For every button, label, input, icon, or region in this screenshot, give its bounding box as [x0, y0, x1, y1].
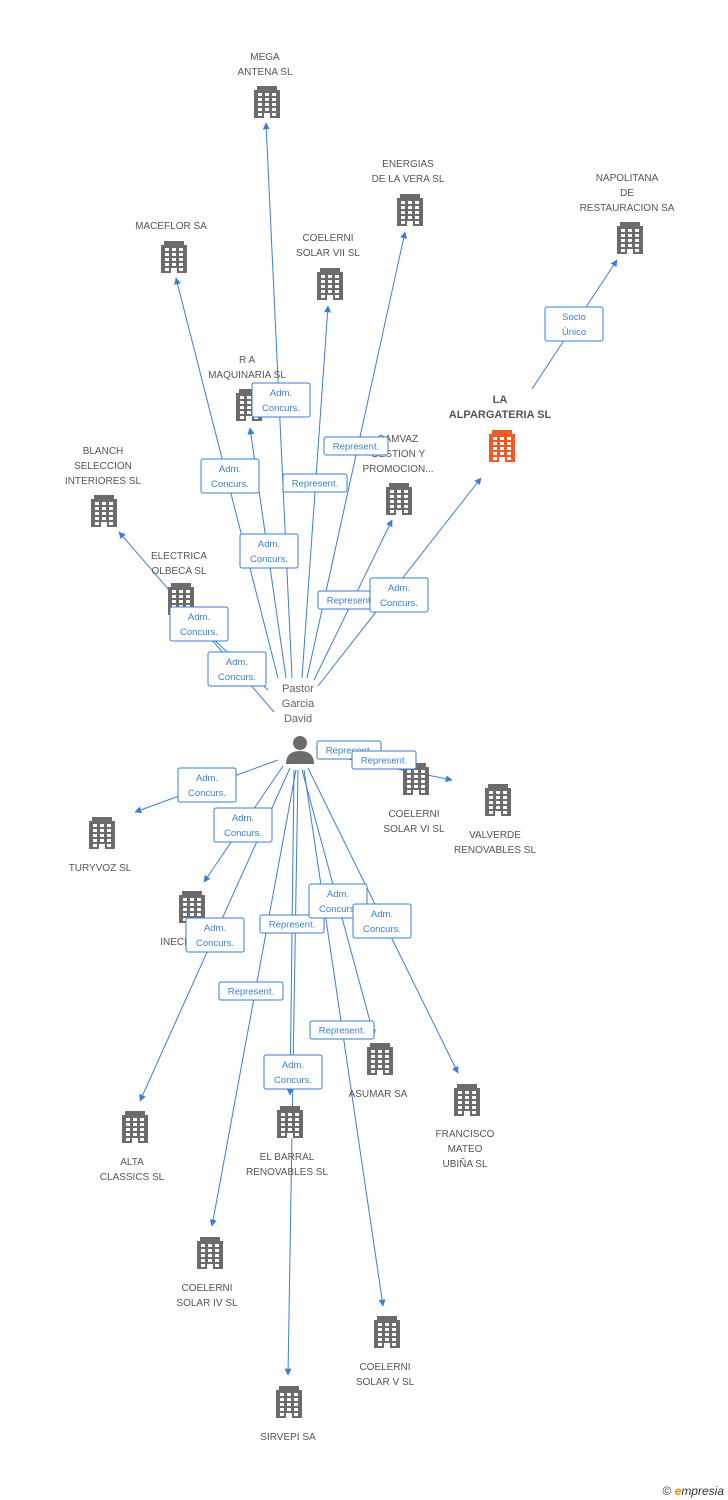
building-icon-energias[interactable]	[397, 194, 423, 226]
building-icon-francisco[interactable]	[454, 1084, 480, 1116]
svg-text:Represent.: Represent.	[361, 756, 407, 767]
svg-text:Adm.Concurs.: Adm.Concurs.	[363, 909, 401, 935]
svg-text:Represent.: Represent.	[326, 746, 372, 757]
relation-labels-layer: Adm.Concurs. Represent. Adm.Concurs. Repres…	[169, 306, 604, 1090]
company-label-sirvepi[interactable]: SIRVEPI SA	[260, 1432, 316, 1443]
relation-label-pastor-samvaz[interactable]: Represent.	[317, 590, 383, 610]
relation-label-pastor-coelerni4[interactable]: Represent.	[218, 981, 284, 1001]
relation-label-pastor-valverde[interactable]: Represent.	[351, 750, 417, 770]
relation-label-pastor-ra[interactable]: Adm.Concurs.	[239, 533, 299, 569]
relation-label-pastor-alpargateria[interactable]: Adm.Concurs.	[369, 577, 429, 613]
building-icon-alpargateria[interactable]	[489, 430, 515, 462]
svg-text:Adm.Concurs.: Adm.Concurs.	[250, 539, 288, 565]
svg-text:Adm.Concurs.: Adm.Concurs.	[218, 657, 256, 683]
relation-label-pastor-alta[interactable]: Adm.Concurs.	[185, 917, 245, 953]
svg-text:Represent.: Represent.	[319, 1026, 365, 1037]
svg-text:Represent.: Represent.	[228, 987, 274, 998]
relation-label-pastor-blanch[interactable]: Adm.Concurs.	[169, 606, 229, 642]
building-icon-turyvoz[interactable]	[89, 817, 115, 849]
relation-label-pastor-mega[interactable]: Adm.Concurs.	[251, 382, 311, 418]
building-icon-asumar[interactable]	[367, 1043, 393, 1075]
relation-label-pastor-coelerni7[interactable]: Represent.	[282, 473, 348, 493]
svg-text:Adm.Concurs.: Adm.Concurs.	[196, 923, 234, 949]
building-icon-valverde[interactable]	[485, 784, 511, 816]
building-icon-mega[interactable]	[254, 86, 280, 118]
relation-label-pastor-sirvepi[interactable]: Adm.Concurs.	[263, 1054, 323, 1090]
relation-label-pastor-elbarral[interactable]: Represent.	[259, 914, 325, 934]
person-icon[interactable]	[286, 736, 314, 764]
building-icon-sirvepi[interactable]	[276, 1386, 302, 1418]
building-icon-alta[interactable]	[122, 1111, 148, 1143]
svg-text:Adm.Concurs.: Adm.Concurs.	[180, 612, 218, 638]
building-icon-maceflor[interactable]	[161, 241, 187, 273]
relation-label-pastor-turyvoz[interactable]: Adm.Concurs.	[177, 767, 237, 803]
building-icon-napolitana[interactable]	[617, 222, 643, 254]
building-icon-samvaz[interactable]	[386, 483, 412, 515]
relation-label-pastor-maceflor[interactable]: Adm.Concurs.	[200, 458, 260, 494]
svg-text:Adm.Concurs.: Adm.Concurs.	[211, 464, 249, 490]
svg-text:Represent.: Represent.	[333, 442, 379, 453]
brand-logo: empresia	[674, 1484, 724, 1498]
company-label-turyvoz[interactable]: TURYVOZ SL	[69, 863, 132, 874]
company-label-maceflor[interactable]: MACEFLOR SA	[135, 221, 207, 232]
company-label-asumar[interactable]: ASUMAR SA	[349, 1089, 408, 1100]
relation-label-pastor-energias[interactable]: Represent.	[323, 436, 389, 456]
relation-label-pastor-coelerni5[interactable]: Represent.	[309, 1020, 375, 1040]
building-icon-coelerni5[interactable]	[374, 1316, 400, 1348]
svg-text:Adm.Concurs.: Adm.Concurs.	[224, 813, 262, 839]
building-icon-coelerni4[interactable]	[197, 1237, 223, 1269]
svg-text:Adm.Concurs.: Adm.Concurs.	[319, 889, 357, 915]
svg-text:Adm.Concurs.: Adm.Concurs.	[274, 1060, 312, 1086]
building-icon-coelerni7[interactable]	[317, 268, 343, 300]
building-icon-blanch[interactable]	[91, 495, 117, 527]
relation-label-pastor-francisco[interactable]: Adm.Concurs.	[352, 903, 412, 939]
svg-text:Represent.: Represent.	[292, 479, 338, 490]
building-icon-elbarral[interactable]	[277, 1106, 303, 1138]
company-label-inecr[interactable]: INECR...	[160, 937, 199, 948]
svg-text:Represent.: Represent.	[269, 920, 315, 931]
relation-label-pastor-electrica[interactable]: Adm.Concurs.	[207, 651, 267, 687]
svg-text:Adm.Concurs.: Adm.Concurs.	[380, 583, 418, 609]
building-icon-coelerni6[interactable]	[403, 763, 429, 795]
svg-text:Represent.: Represent.	[327, 596, 373, 607]
footer-brand[interactable]: © empresia	[662, 1484, 724, 1498]
svg-text:Adm.Concurs.: Adm.Concurs.	[188, 773, 226, 799]
relation-label-pastor-inecr[interactable]: Adm.Concurs.	[213, 807, 273, 843]
copyright-symbol: ©	[662, 1484, 672, 1498]
svg-text:Adm.Concurs.: Adm.Concurs.	[262, 388, 300, 414]
